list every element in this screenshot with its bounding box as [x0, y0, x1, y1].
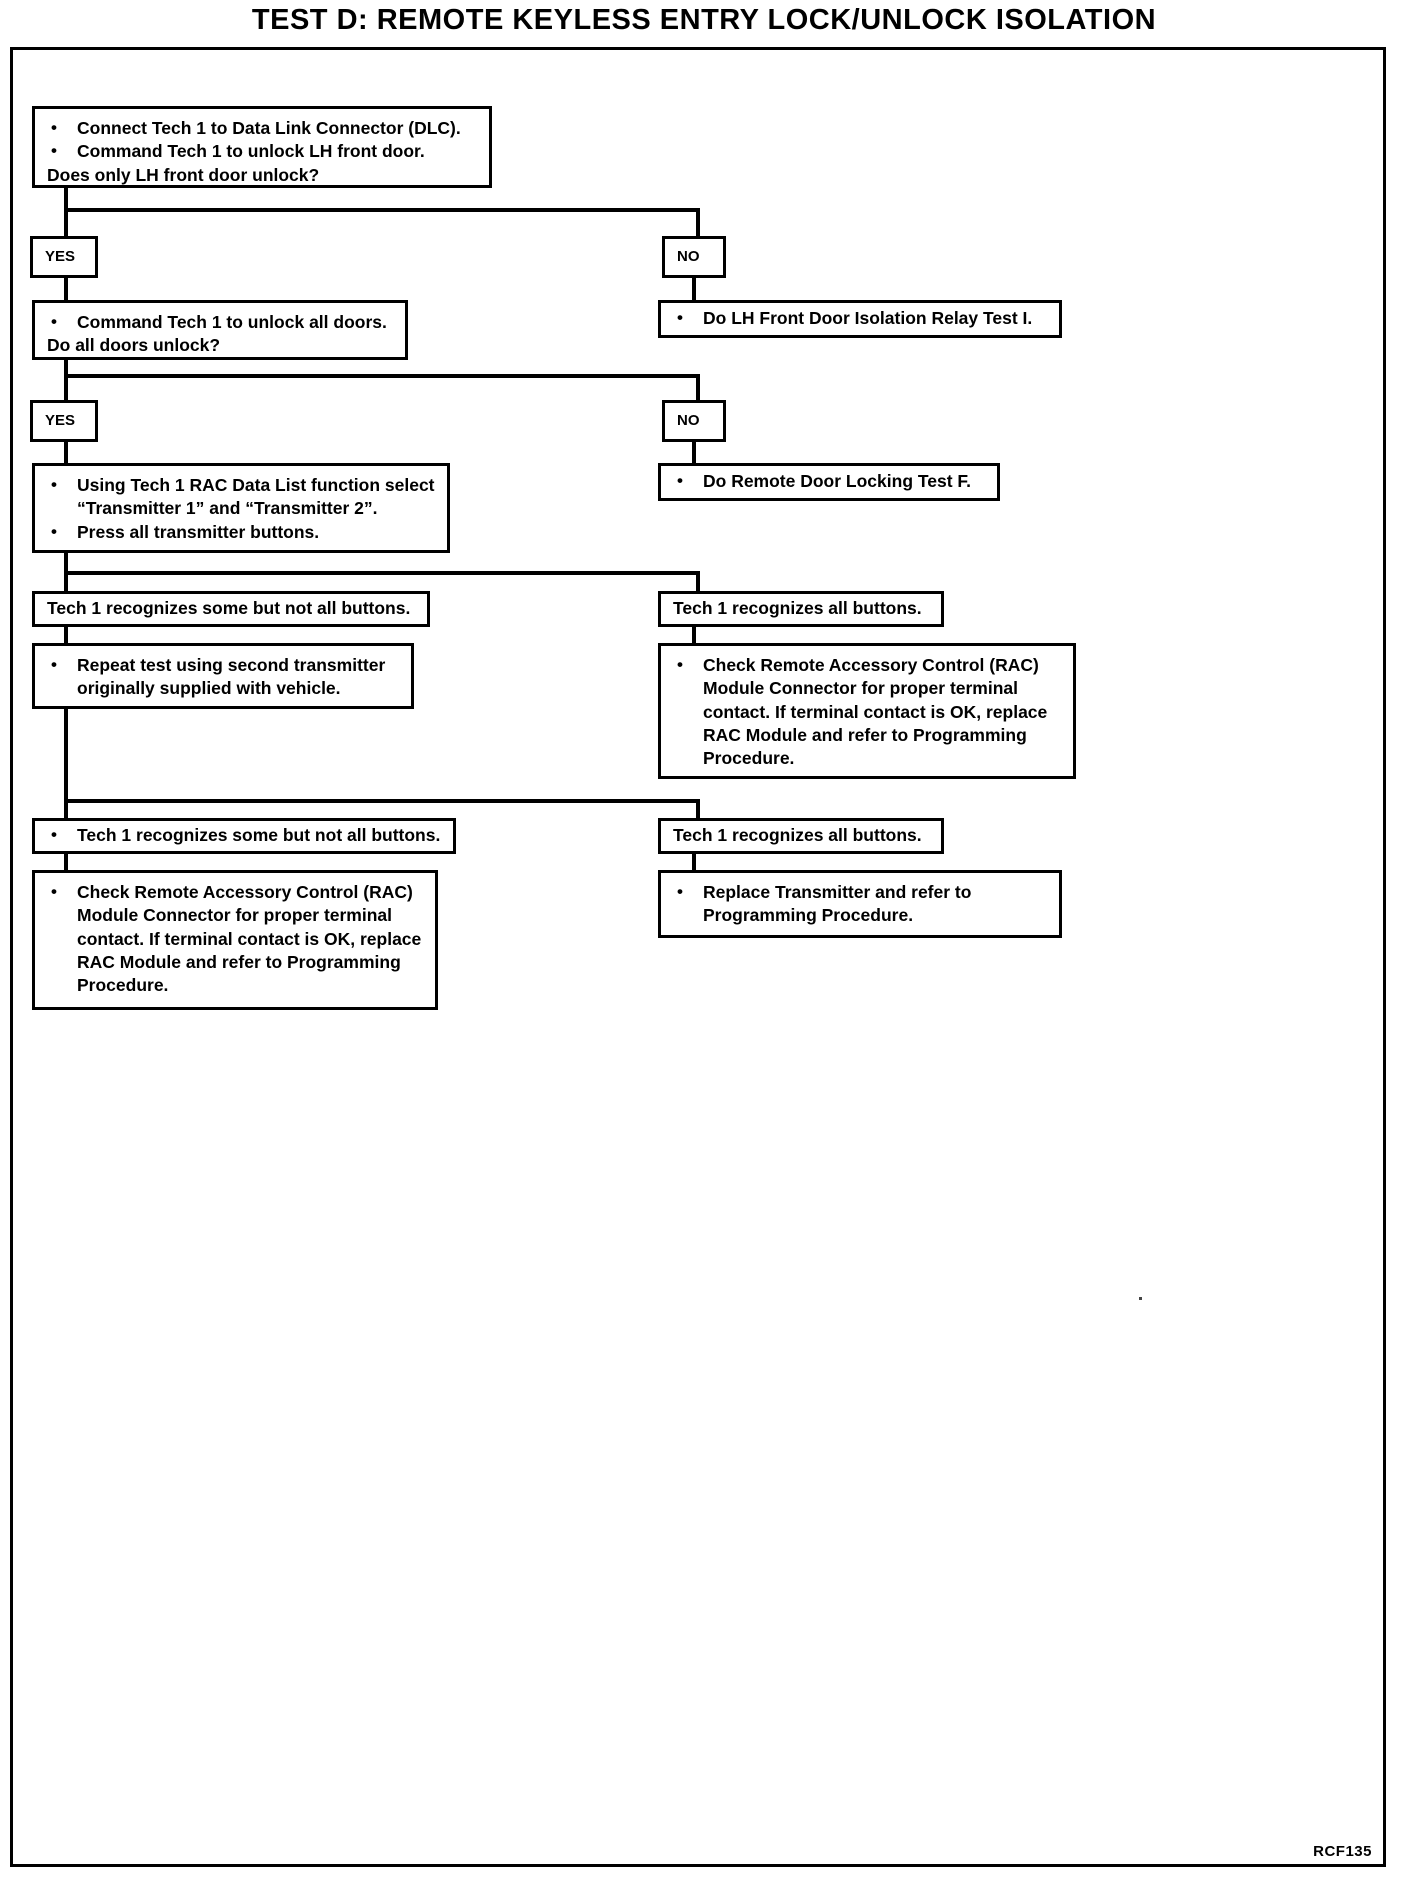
bullet-dot: • [677, 308, 683, 328]
branch2-no-label: NO [677, 412, 700, 430]
bullet-dot: • [677, 882, 683, 901]
step2-bullet-1: Command Tech 1 to unlock all doors. [77, 312, 387, 332]
bullet-item: • Replace Transmitter and refer to Progr… [671, 881, 1049, 928]
step1-question: Does only LH front door unlock? [47, 164, 320, 185]
node-outcome-left-2: • Tech 1 recognizes some but not all but… [32, 818, 456, 854]
node-final-right: • Replace Transmitter and refer to Progr… [658, 870, 1062, 938]
connector-vertical [64, 360, 68, 378]
bullet-item: • Do Remote Door Locking Test F. [671, 470, 987, 493]
bullet-dot: • [51, 882, 57, 901]
connector-vertical [696, 374, 700, 400]
bullet-item: • Press all transmitter buttons. [45, 521, 437, 544]
branch2-yes-tag: YES [30, 400, 98, 442]
connector-vertical [64, 374, 68, 400]
bullet-item: • Using Tech 1 RAC Data List function se… [45, 474, 437, 521]
node-step3: • Using Tech 1 RAC Data List function se… [32, 463, 450, 553]
connector-vertical [64, 799, 68, 821]
connector-vertical [696, 571, 700, 593]
step1-no-result-text: Do LH Front Door Isolation Relay Test I. [703, 308, 1033, 329]
connector-vertical [64, 571, 68, 593]
outcome-left-2-text: Tech 1 recognizes some but not all butto… [77, 825, 441, 846]
node-step1-no-result: • Do LH Front Door Isolation Relay Test … [658, 300, 1062, 338]
bullet-item: • Command Tech 1 to unlock LH front door… [45, 140, 479, 163]
bullet-dot: • [51, 475, 57, 494]
bullet-item: • Tech 1 recognizes some but not all but… [45, 824, 443, 847]
bullet-dot: • [51, 312, 57, 331]
node-outcome-right-2: Tech 1 recognizes all buttons. [658, 818, 944, 854]
step4-left-text: Repeat test using second transmitter ori… [77, 655, 386, 699]
bullet-item: • Do LH Front Door Isolation Relay Test … [671, 307, 1049, 330]
node-step4-right: • Check Remote Accessory Control (RAC) M… [658, 643, 1076, 779]
branch1-no-tag: NO [662, 236, 726, 278]
bullet-dot: • [677, 655, 683, 674]
step2-question: Do all doors unlock? [47, 335, 221, 356]
connector-vertical [696, 208, 700, 236]
branch2-no-tag: NO [662, 400, 726, 442]
step2-no-result-text: Do Remote Door Locking Test F. [703, 471, 972, 492]
bullet-dot: • [51, 655, 57, 674]
page-title: TEST D: REMOTE KEYLESS ENTRY LOCK/UNLOCK… [251, 4, 1157, 36]
bullet-item: • Check Remote Accessory Control (RAC) M… [45, 881, 425, 997]
connector-horizontal [64, 374, 700, 378]
step3-bullet-1: Using Tech 1 RAC Data List function sele… [77, 475, 435, 519]
bullet-item: • Repeat test using second transmitter o… [45, 654, 401, 701]
step4-right-text: Check Remote Accessory Control (RAC) Mod… [703, 655, 1048, 769]
connector-vertical [64, 709, 68, 799]
figure-code: RCF135 [1313, 1843, 1372, 1860]
final-left-text: Check Remote Accessory Control (RAC) Mod… [77, 882, 422, 996]
connector-horizontal [64, 799, 700, 803]
branch1-yes-label: YES [45, 248, 76, 266]
connector-horizontal [64, 208, 700, 212]
bullet-item: • Check Remote Accessory Control (RAC) M… [671, 654, 1063, 770]
node-step1: • Connect Tech 1 to Data Link Connector … [32, 106, 492, 188]
connector-vertical [692, 627, 696, 645]
branch1-yes-tag: YES [30, 236, 98, 278]
bullet-dot: • [51, 141, 57, 161]
page-border [10, 47, 1386, 1867]
connector-horizontal [64, 571, 700, 575]
step1-bullet-2: Command Tech 1 to unlock LH front door. [77, 141, 425, 162]
connector-vertical [64, 208, 68, 236]
node-step4-left: • Repeat test using second transmitter o… [32, 643, 414, 709]
connector-vertical [64, 188, 68, 210]
bullet-item: • Connect Tech 1 to Data Link Connector … [45, 117, 479, 140]
node-outcome-right-1: Tech 1 recognizes all buttons. [658, 591, 944, 627]
step3-bullet-2: Press all transmitter buttons. [77, 521, 320, 542]
branch1-no-label: NO [677, 248, 700, 266]
step1-bullet-1: Connect Tech 1 to Data Link Connector (D… [77, 118, 461, 138]
connector-vertical [64, 278, 68, 302]
scan-speck [1139, 1297, 1142, 1300]
final-right-text: Replace Transmitter and refer to Program… [703, 882, 972, 926]
connector-vertical [692, 442, 696, 466]
bullet-dot: • [51, 521, 57, 541]
connector-vertical [64, 553, 68, 575]
outcome-left-1-text: Tech 1 recognizes some but not all butto… [47, 598, 411, 619]
node-step2-no-result: • Do Remote Door Locking Test F. [658, 463, 1000, 501]
connector-vertical [64, 627, 68, 645]
connector-vertical [64, 854, 68, 872]
bullet-dot: • [677, 471, 683, 491]
connector-vertical [696, 799, 700, 821]
node-final-left: • Check Remote Accessory Control (RAC) M… [32, 870, 438, 1010]
connector-vertical [692, 854, 696, 872]
outcome-right-2-text: Tech 1 recognizes all buttons. [673, 825, 922, 846]
bullet-dot: • [51, 118, 57, 137]
bullet-item: • Command Tech 1 to unlock all doors. [45, 311, 395, 334]
bullet-dot: • [51, 825, 57, 845]
node-step2: • Command Tech 1 to unlock all doors. Do… [32, 300, 408, 360]
node-outcome-left-1: Tech 1 recognizes some but not all butto… [32, 591, 430, 627]
branch2-yes-label: YES [45, 412, 76, 430]
connector-vertical [692, 278, 696, 302]
outcome-right-1-text: Tech 1 recognizes all buttons. [673, 598, 922, 619]
connector-vertical [64, 442, 68, 466]
